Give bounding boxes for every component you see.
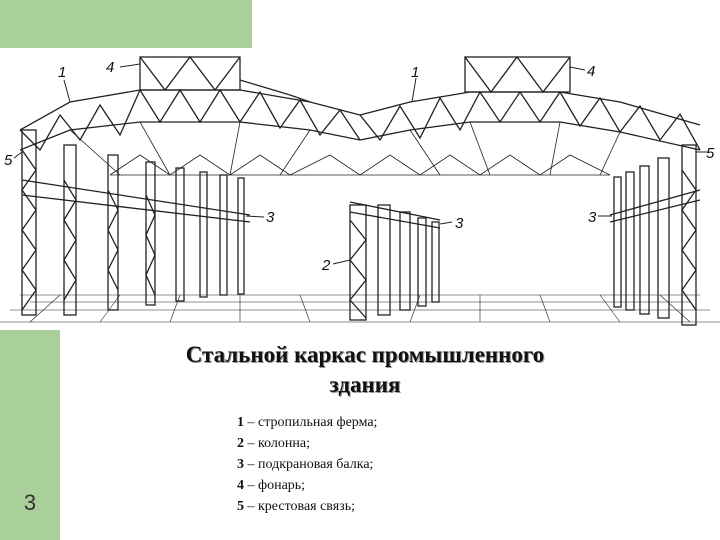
callout-label-5-right: 5 (706, 145, 715, 162)
green-corner-block-top (0, 0, 252, 48)
callout-label-3-right: 3 (588, 209, 597, 226)
callout-label-1-left: 1 (58, 64, 66, 81)
right-roof-truss (359, 55, 701, 151)
left-columns (21, 129, 251, 316)
callout-label-4-left: 4 (106, 59, 114, 76)
legend-item: 5 – крестовая связь; (237, 499, 355, 514)
callout-label-3-middle: 3 (455, 215, 464, 232)
slide-title-line2: здания (329, 372, 401, 397)
slide-number: 3 (23, 490, 37, 515)
slide-title-line1: Стальной каркас промышленного (185, 342, 545, 367)
legend-item: 1 – стропильная ферма; (237, 415, 378, 430)
callout-label-4-right: 4 (587, 63, 595, 80)
callout-label-1-right: 1 (411, 64, 419, 81)
slide-title: Стальной каркас промышленного здания (130, 340, 600, 400)
legend-item: 3 – подкрановая балка; (237, 457, 374, 472)
steel-frame-drawing: 1 4 5 3 2 3 1 4 3 5 (0, 55, 720, 326)
callout-label-2: 2 (321, 257, 331, 274)
right-columns (609, 144, 701, 326)
left-roof-truss (19, 55, 361, 152)
legend: 1 – стропильная ферма; 2 – колонна; 3 – … (237, 412, 377, 517)
green-corner-block-side (0, 330, 60, 540)
legend-item: 2 – колонна; (237, 436, 310, 451)
callout-label-3-left: 3 (266, 209, 275, 226)
roof-perspective (69, 121, 621, 176)
floor-grid (0, 294, 720, 323)
callout-label-5-left: 5 (4, 152, 13, 169)
middle-columns (349, 201, 441, 321)
legend-item: 4 – фонарь; (237, 478, 306, 493)
